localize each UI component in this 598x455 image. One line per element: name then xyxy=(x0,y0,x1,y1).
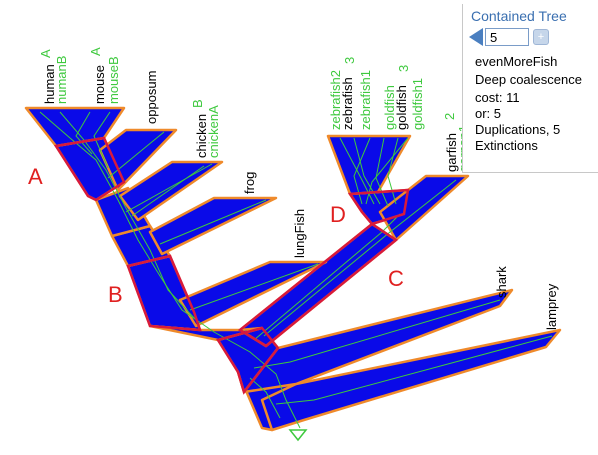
gene-lineages xyxy=(39,111,553,429)
spinner-decrement-icon[interactable] xyxy=(469,28,483,46)
gene-label-humanB: numanB xyxy=(54,56,69,104)
root-marker xyxy=(288,429,308,442)
gene-line xyxy=(339,137,375,205)
label-lamprey: lamprey xyxy=(544,283,559,330)
gene-line xyxy=(387,137,399,205)
gene-label-chickenB: B xyxy=(190,99,205,108)
marker-D: D xyxy=(330,202,346,227)
species-labels: human mouse opposum chicken frog lungFis… xyxy=(42,64,559,330)
tree-spinner: + xyxy=(469,28,589,46)
gene-label-humanA: A xyxy=(38,49,53,58)
label-chicken: chicken xyxy=(194,114,209,158)
info-tree-name: evenMoreFish xyxy=(475,54,558,69)
gene-line xyxy=(253,299,501,369)
gene-label-zebrafish3: 3 xyxy=(342,57,357,64)
label-zebrafish: zebrafish xyxy=(340,77,355,130)
gene-label-zebrafish2: zebrafish2 xyxy=(328,70,343,130)
gene-line xyxy=(275,335,553,405)
info-cost-type: Deep coalescence xyxy=(475,72,582,87)
label-goldfish: goldfish xyxy=(394,85,409,130)
branch-opossum xyxy=(98,128,178,192)
label-garfish: garfish xyxy=(444,133,459,172)
branch-garfish xyxy=(378,174,470,242)
label-lungfish: lungFish xyxy=(292,209,307,258)
spinner-increment-button[interactable]: + xyxy=(533,29,549,45)
gene-label-mouseB: mouseB xyxy=(106,56,121,104)
gene-line xyxy=(125,163,213,213)
branch-eutheria xyxy=(24,106,126,148)
gene-line xyxy=(75,111,93,155)
duplication-root xyxy=(216,326,280,395)
panel-title: Contained Tree xyxy=(471,8,567,24)
branch-frog xyxy=(148,196,278,256)
marker-C: C xyxy=(388,266,404,291)
gene-label-mouseA: A xyxy=(88,47,103,56)
info-or: or: 5 xyxy=(475,106,502,121)
marker-A: A xyxy=(28,164,43,189)
gene-label-chickenA: cnickenA xyxy=(206,105,221,158)
marker-B: B xyxy=(108,282,123,307)
gene-label-goldfish3: 3 xyxy=(396,65,411,72)
branch-chicken xyxy=(118,160,224,222)
label-shark: shark xyxy=(494,266,509,298)
gene-line xyxy=(93,111,111,169)
gene-label-garfish2: 2 xyxy=(442,113,457,120)
label-human: human xyxy=(42,64,57,104)
info-extinctions: Extinctions xyxy=(475,138,538,153)
gene-label-zebrafish1: zebrafish1 xyxy=(358,70,373,130)
gene-line xyxy=(159,199,267,245)
gene-line xyxy=(59,111,197,321)
info-duplications: Duplications, 5 xyxy=(475,122,561,137)
gene-line xyxy=(249,377,281,419)
gene-label-goldfish2: goldfish xyxy=(382,85,397,130)
gene-line xyxy=(375,137,389,207)
label-mouse: mouse xyxy=(92,65,107,104)
contained-tree-panel: Contained Tree + evenMoreFish Deep coale… xyxy=(462,4,598,173)
duplication-outlines xyxy=(53,136,410,395)
gene-line xyxy=(263,179,457,337)
label-opposum: opposum xyxy=(144,71,159,124)
gene-line xyxy=(353,137,381,205)
info-cost: cost: 11 xyxy=(475,90,520,105)
spinner-input[interactable] xyxy=(485,28,529,46)
gene-line xyxy=(353,137,371,205)
duplication-node-B xyxy=(126,254,202,332)
label-frog: frog xyxy=(242,172,257,194)
gene-label-goldfish1: goldfish1 xyxy=(410,78,425,130)
gene-line xyxy=(189,263,319,311)
duplication-node-C xyxy=(237,222,399,348)
duplication-node-A xyxy=(53,136,126,202)
gene-line xyxy=(365,137,409,205)
gene-line xyxy=(131,165,205,217)
duplication-node-D xyxy=(347,188,410,226)
